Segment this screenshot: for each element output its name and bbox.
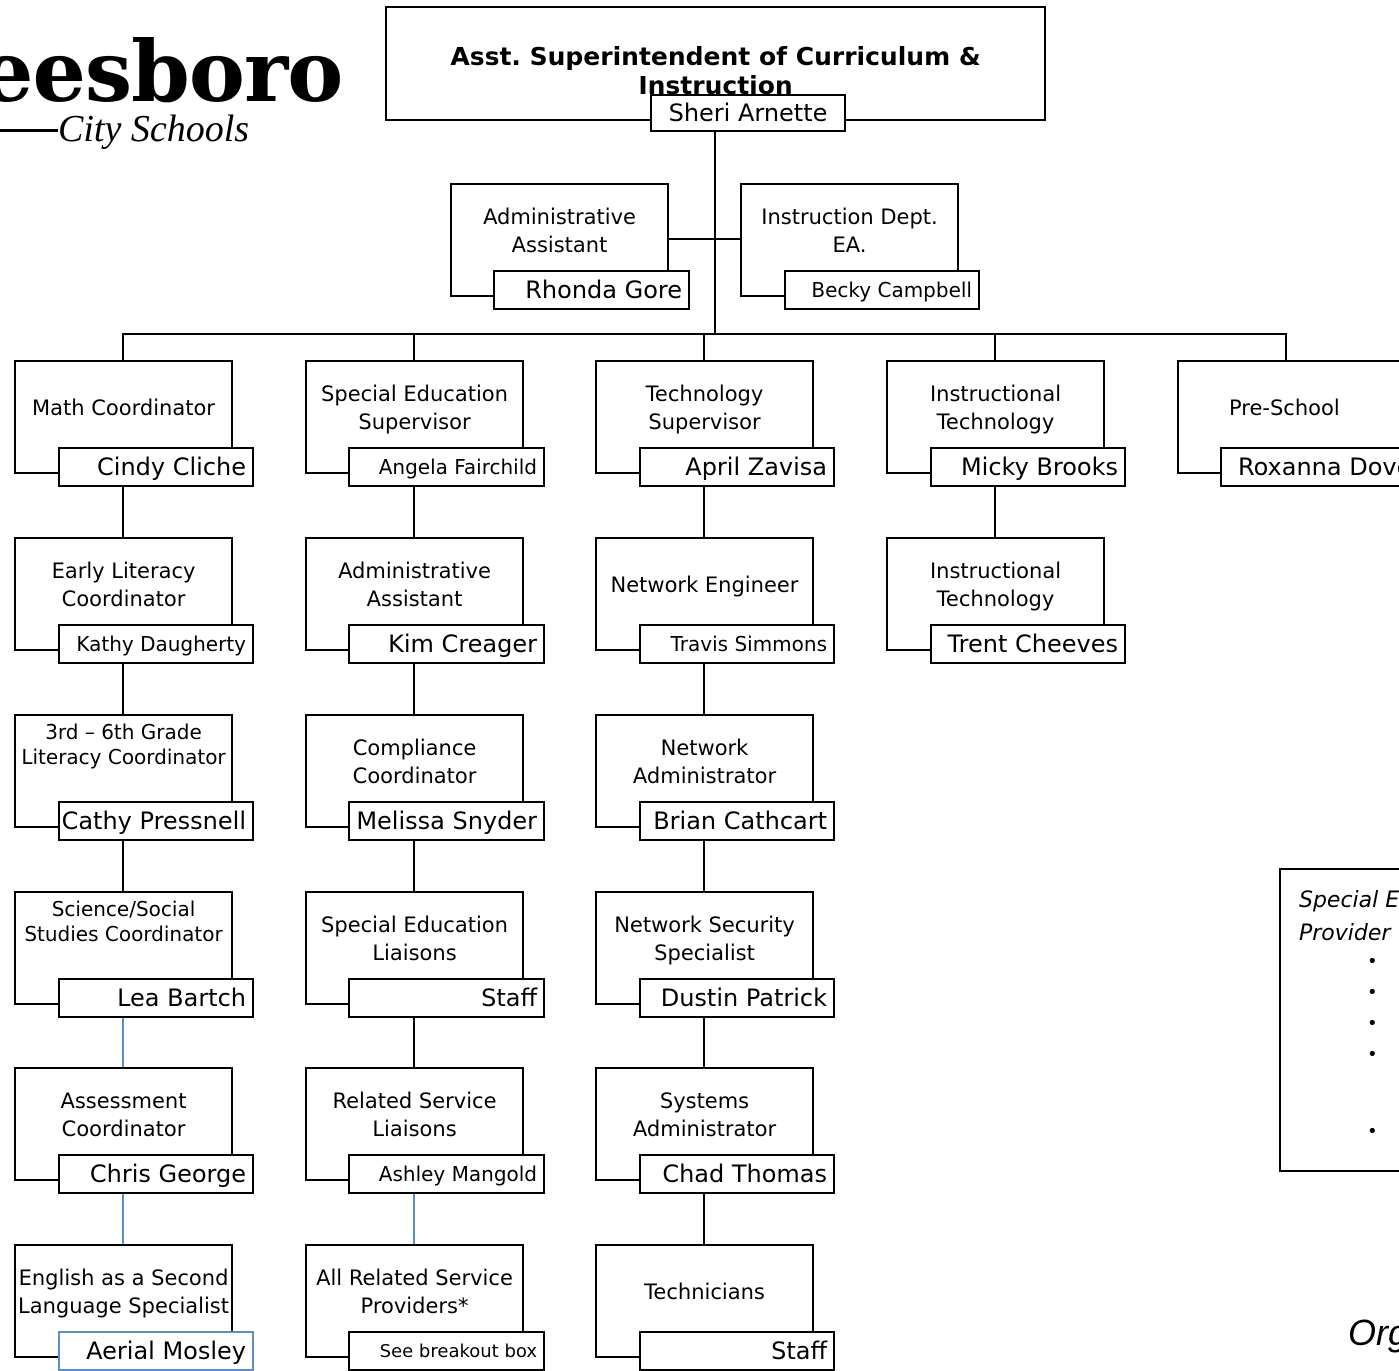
- position-title: Special Education Liaisons: [321, 912, 508, 965]
- org-chart-label: Org: [1348, 1312, 1399, 1353]
- bullet-icon: •: [1367, 1013, 1378, 1034]
- breakout-box: Special E Provider • • • • •: [1279, 868, 1399, 1172]
- bullet-icon: •: [1367, 982, 1378, 1003]
- breakout-line-1: Special E: [1299, 888, 1399, 913]
- person-name: Melissa Snyder: [348, 801, 545, 841]
- person-name: Angela Fairchild: [348, 447, 545, 487]
- position-title: Administrative Assistant: [338, 558, 491, 611]
- breakout-bullets: • • • • •: [1367, 948, 1378, 1149]
- person-name: Travis Simmons: [639, 624, 835, 664]
- person-name: Micky Brooks: [930, 447, 1126, 487]
- person-name: Staff: [348, 978, 545, 1018]
- assistant-name-1: Rhonda Gore: [493, 270, 690, 310]
- superintendent-name: Sheri Arnette: [650, 94, 846, 132]
- breakout-line-2: Provider: [1299, 921, 1391, 946]
- position-title: Systems Administrator: [632, 1088, 777, 1141]
- position-title: Network Security Specialist: [614, 912, 795, 965]
- logo-wordmark: eesboro: [0, 22, 343, 121]
- position-title: All Related Service Providers*: [316, 1265, 513, 1318]
- position-title: Compliance Coordinator: [352, 735, 477, 788]
- person-name: Cathy Pressnell: [58, 801, 254, 841]
- position-title: Network Administrator: [632, 735, 777, 788]
- position-title: Pre-School: [1229, 395, 1340, 420]
- person-name: Aerial Mosley: [58, 1331, 254, 1371]
- assistant-title-1: Administrative Assistant: [483, 204, 636, 257]
- position-title: Technicians: [644, 1279, 765, 1304]
- org-box: Systems Administrator: [595, 1067, 814, 1181]
- person-name: Kim Creager: [348, 624, 545, 664]
- logo-dash: [0, 129, 58, 132]
- person-name: Cindy Cliche: [58, 447, 254, 487]
- bullet-icon: •: [1367, 1121, 1378, 1142]
- logo-subtitle: City Schools: [58, 108, 250, 150]
- position-title: Science/Social Studies Coordinator: [24, 897, 223, 946]
- position-title: Network Engineer: [610, 572, 799, 597]
- person-name: Staff: [639, 1331, 835, 1371]
- person-name: Roxanna Dove: [1220, 447, 1399, 487]
- position-title: Instructional Technology: [929, 381, 1062, 434]
- position-title: Early Literacy Coordinator: [51, 558, 196, 611]
- assistant-name-2: Becky Campbell: [784, 270, 980, 310]
- position-title: 3rd – 6th Grade Literacy Coordinator: [21, 720, 226, 769]
- person-name: Trent Cheeves: [930, 624, 1126, 664]
- person-name: Chad Thomas: [639, 1154, 835, 1194]
- position-title: Instructional Technology: [929, 558, 1062, 611]
- person-name: Brian Cathcart: [639, 801, 835, 841]
- bullet-icon: •: [1367, 1044, 1378, 1065]
- person-name: See breakout box: [348, 1331, 545, 1371]
- person-name: Ashley Mangold: [348, 1154, 545, 1194]
- bullet-icon: •: [1367, 951, 1378, 972]
- position-title: English as a Second Language Specialist: [18, 1265, 229, 1318]
- superintendent-title: Asst. Superintendent of Curriculum & Ins…: [450, 42, 981, 100]
- person-name: Chris George: [58, 1154, 254, 1194]
- person-name: Lea Bartch: [58, 978, 254, 1018]
- assistant-title-2: Instruction Dept. EA.: [761, 204, 938, 257]
- position-title: Related Service Liaisons: [332, 1088, 497, 1141]
- position-title: Technology Supervisor: [645, 381, 764, 434]
- person-name: April Zavisa: [639, 447, 835, 487]
- position-title: Math Coordinator: [32, 395, 215, 420]
- position-title: Special Education Supervisor: [321, 381, 508, 434]
- person-name: Kathy Daugherty: [58, 624, 254, 664]
- position-title: Assessment Coordinator: [60, 1088, 187, 1141]
- person-name: Dustin Patrick: [639, 978, 835, 1018]
